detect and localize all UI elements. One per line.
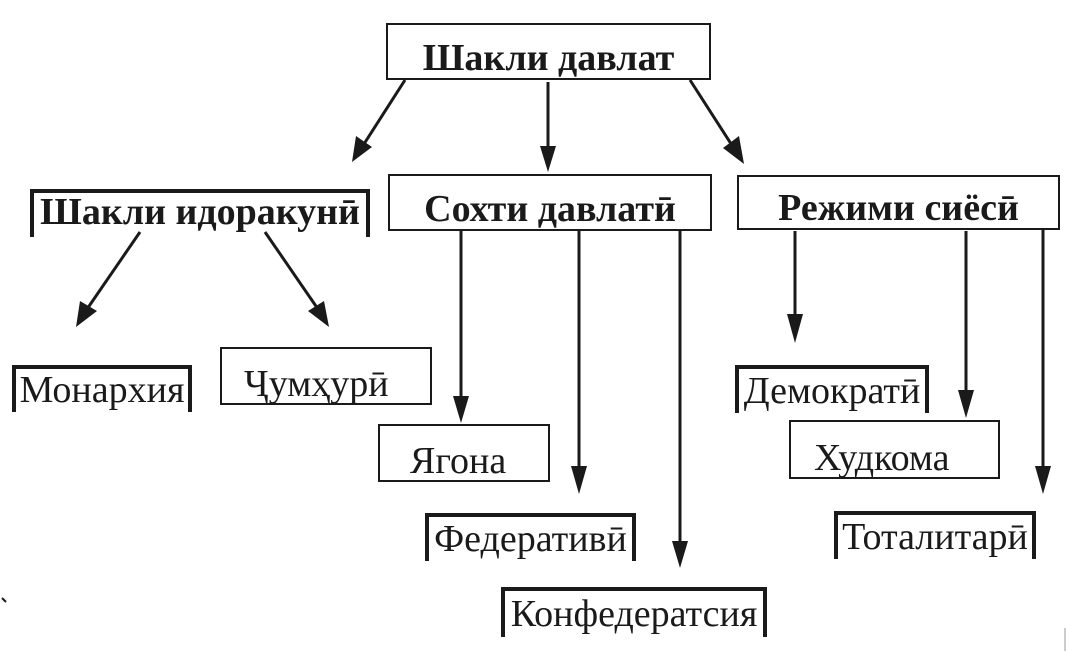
node-konfederatsia-label: Конфедератсия <box>510 593 758 635</box>
node-yagona: Ягона <box>378 424 550 482</box>
arrow-root-to-rejim <box>688 79 737 151</box>
node-demokrati-label: Демократӣ <box>743 370 921 412</box>
node-monarkhia-label: Монархия <box>19 369 185 411</box>
node-konfederatsia: Конфедератсия <box>501 587 767 637</box>
node-monarkhia: Монархия <box>12 365 192 412</box>
arrowhead-rejim-to-totalitari <box>1035 466 1051 494</box>
node-shakli-idorakuni: Шакли идоракунӣ <box>30 189 370 237</box>
arrowhead-root-to-sokhti <box>540 146 556 172</box>
node-root-label: Шакли давлат <box>422 37 675 79</box>
arrowhead-root-to-idorakuni <box>352 136 372 162</box>
node-demokrati: Демократӣ <box>735 365 929 413</box>
node-sokhti-davlati: Сохти давлатӣ <box>388 174 712 231</box>
arrowhead-rejim-to-demokrati <box>787 314 803 343</box>
node-totalitari-label: Тоталитарӣ <box>842 516 1028 558</box>
arrowhead-sokhti-to-federativi <box>571 466 587 494</box>
node-jumhuri: Ҷумҳурӣ <box>220 347 432 405</box>
arrowhead-sokhti-to-yagona <box>453 396 469 423</box>
node-rejimi-siyosi-label: Режими сиёсӣ <box>778 187 1019 229</box>
arrowhead-idorakuni-to-monarkhia <box>76 301 97 327</box>
arrowhead-rejim-to-khudkoma <box>958 390 974 418</box>
arrow-idorakuni-to-jumhuri <box>263 231 322 313</box>
node-root: Шакли давлат <box>386 23 711 80</box>
node-khudkoma: Худкома <box>789 420 1000 479</box>
arrowhead-root-to-rejim <box>723 136 744 164</box>
node-jumhuri-label: Ҷумҳурӣ <box>244 363 389 405</box>
node-federativi: Федеративӣ <box>425 513 636 561</box>
stray-mark-left <box>1 597 7 603</box>
arrowhead-idorakuni-to-jumhuri <box>308 301 329 327</box>
node-federativi-label: Федеративӣ <box>434 518 627 560</box>
node-totalitari: Тоталитарӣ <box>834 511 1036 559</box>
node-yagona-label: Ягона <box>410 440 507 482</box>
arrowhead-sokhti-to-konfederatsia <box>672 541 688 568</box>
node-khudkoma-label: Худкома <box>814 437 950 479</box>
arrow-idorakuni-to-monarkhia <box>83 231 142 313</box>
node-shakli-idorakuni-label: Шакли идоракунӣ <box>40 191 360 233</box>
node-sokhti-davlati-label: Сохти давлатӣ <box>424 188 676 230</box>
node-rejimi-siyosi: Режими сиёсӣ <box>737 175 1060 230</box>
